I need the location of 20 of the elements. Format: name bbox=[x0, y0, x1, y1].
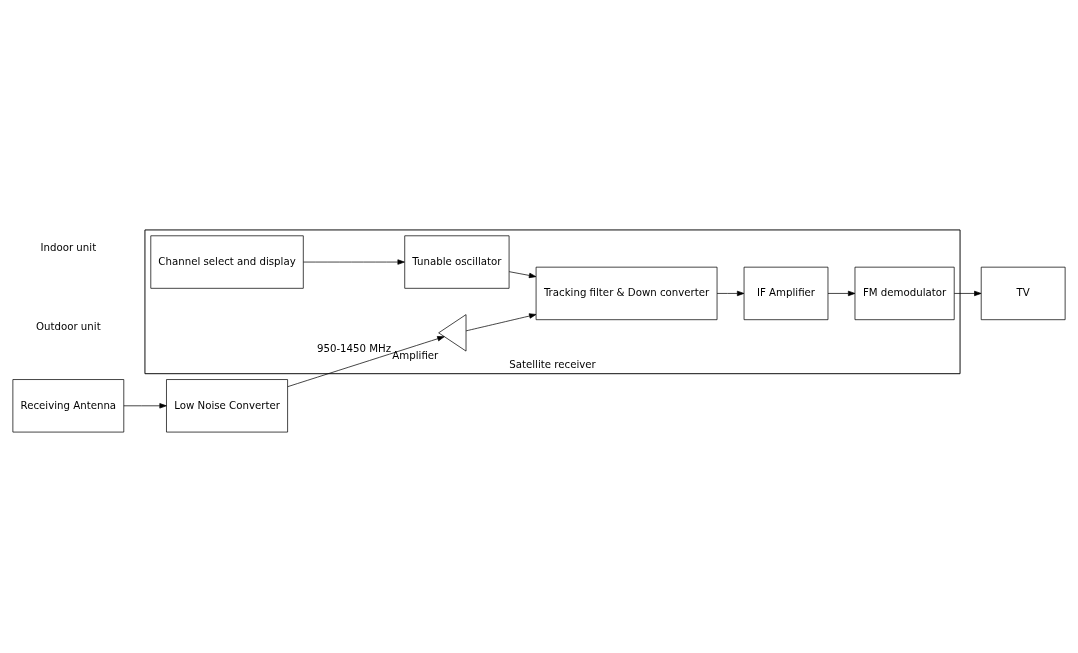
node-box: Low Noise Converter bbox=[166, 378, 288, 432]
node-box: FM demodulator bbox=[854, 266, 955, 320]
label: Indoor unit bbox=[40, 241, 97, 253]
arrow bbox=[716, 290, 745, 296]
arrow bbox=[123, 402, 167, 408]
node-box: Channel select and display bbox=[150, 234, 304, 289]
arrow bbox=[827, 290, 856, 296]
node-box: IF Amplifier bbox=[743, 266, 829, 320]
node-box: TV bbox=[980, 266, 1066, 320]
label: Outdoor unit bbox=[35, 320, 101, 332]
arrow bbox=[287, 335, 445, 387]
arrow bbox=[303, 258, 405, 265]
node-box: Tunable oscillator bbox=[404, 234, 510, 289]
node-label: Amplifier bbox=[392, 349, 439, 361]
arrow bbox=[508, 270, 537, 278]
arrow bbox=[953, 290, 982, 296]
edge-label: 950-1450 MHz bbox=[316, 342, 392, 354]
node-box: Tracking filter & Down converter bbox=[535, 266, 718, 320]
arrow bbox=[465, 312, 537, 331]
node-box: Receiving Antenna bbox=[12, 378, 125, 432]
